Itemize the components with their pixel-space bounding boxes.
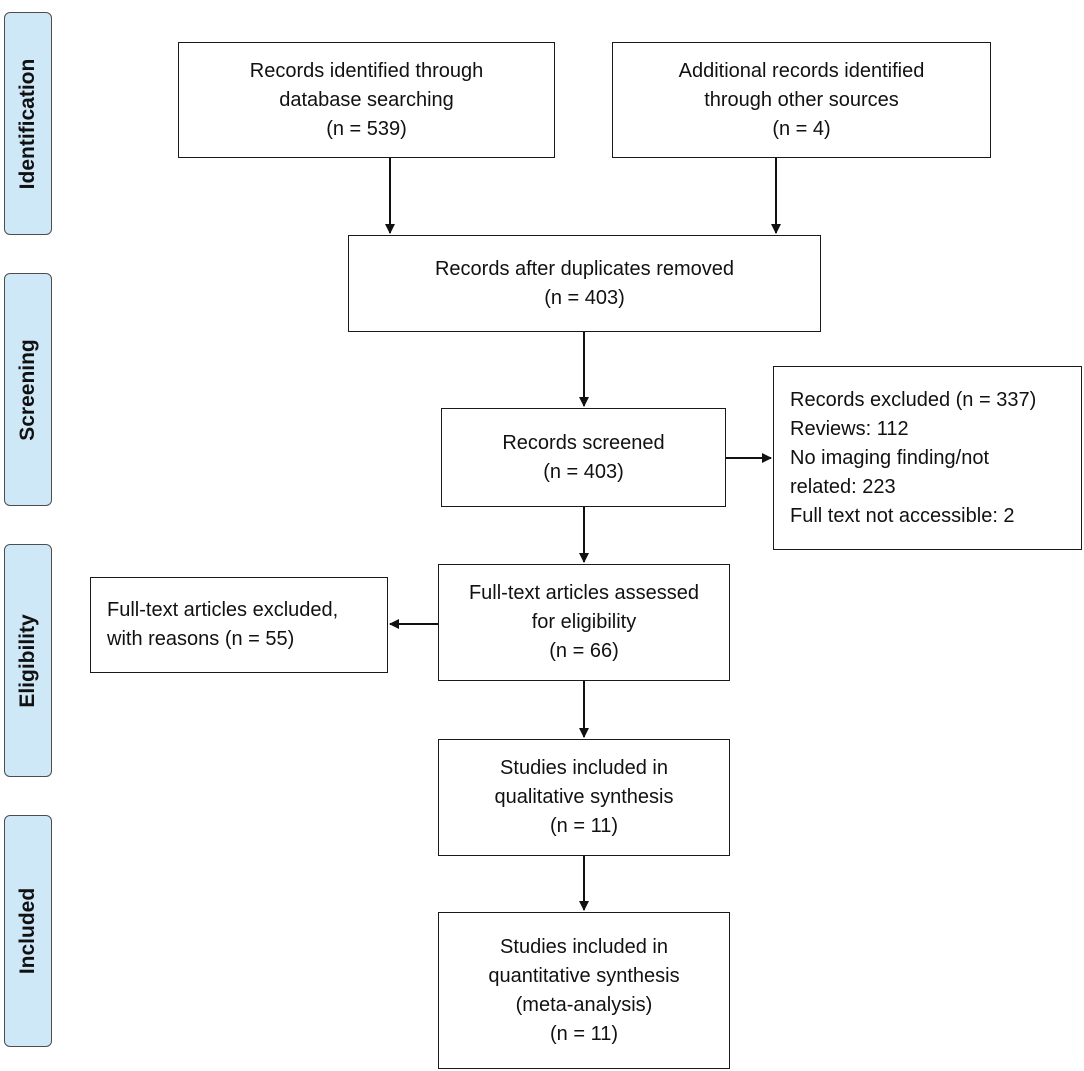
box-line: for eligibility [531, 611, 637, 633]
box-line: (n = 4) [772, 117, 831, 140]
box-line: (meta-analysis) [515, 993, 653, 1016]
records-screened-box: Records screened (n = 403) [441, 408, 726, 507]
duplicates-removed-box: Records after duplicates removed (n = 40… [348, 235, 821, 332]
box-line: (n = 403) [543, 460, 624, 483]
box-line: (n = 66) [549, 640, 619, 662]
box-line: Records screened [502, 431, 665, 454]
fulltext-excluded-box: Full-text articles excluded, with reason… [90, 577, 388, 673]
box-line: quantitative synthesis [488, 964, 680, 987]
quantitative-synthesis-box: Studies included in quantitative synthes… [438, 912, 730, 1069]
records-database-box: Records identified through database sear… [178, 42, 555, 158]
phase-identification: Identification [4, 12, 52, 235]
records-other-sources-box: Additional records identified through ot… [612, 42, 991, 158]
qualitative-synthesis-box: Studies included in qualitative synthesi… [438, 739, 730, 856]
box-line: No imaging finding/not [790, 446, 990, 469]
box-line: (n = 403) [544, 286, 625, 309]
box-line: database searching [279, 88, 454, 111]
fulltext-assessed-box: Full-text articles assessed for eligibil… [438, 564, 730, 681]
box-line: (n = 11) [550, 815, 618, 837]
records-excluded-box: Records excluded (n = 337) Reviews: 112 … [773, 366, 1082, 550]
box-line: related: 223 [790, 475, 896, 498]
box-line: (n = 539) [326, 117, 407, 140]
box-line: with reasons (n = 55) [107, 628, 295, 650]
box-line: Studies included in [500, 935, 668, 958]
box-line: Full-text articles assessed [468, 582, 700, 604]
box-line: Additional records identified [678, 59, 925, 82]
box-line: Studies included in [500, 757, 668, 779]
box-line: (n = 11) [550, 1022, 618, 1045]
box-line: Records after duplicates removed [434, 257, 735, 280]
phase-screening: Screening [4, 273, 52, 506]
phase-included: Included [4, 815, 52, 1047]
box-line: through other sources [704, 88, 899, 111]
box-line: qualitative synthesis [494, 786, 674, 808]
box-line: Records identified through [249, 59, 484, 82]
box-line: Records excluded (n = 337) [790, 388, 1037, 411]
box-line: Full-text articles excluded, [107, 599, 339, 621]
box-line: Full text not accessible: 2 [790, 504, 1015, 527]
box-line: Reviews: 112 [790, 417, 909, 440]
phase-eligibility: Eligibility [4, 544, 52, 777]
